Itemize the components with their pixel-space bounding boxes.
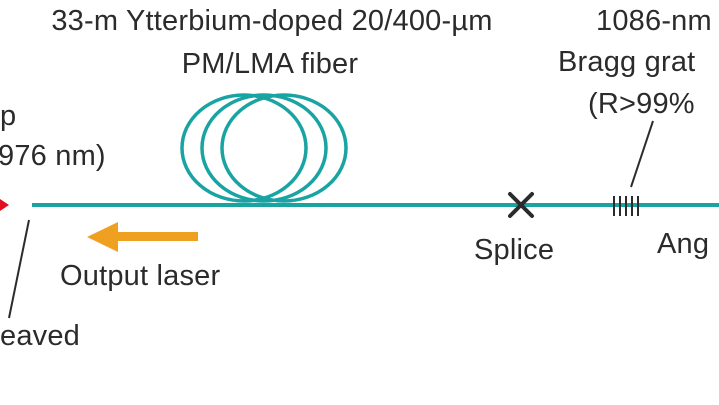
grating-pointer-line — [630, 120, 654, 188]
output-laser-label: Output laser — [60, 260, 221, 292]
grating-label-line2: Bragg grat — [558, 46, 696, 78]
fiber-coil-icon — [180, 93, 348, 203]
splice-cross-icon — [508, 192, 534, 218]
cleaved-pointer-line — [8, 219, 30, 319]
fiber-label-line1: 33-m Ytterbium-doped 20/400-µm — [51, 5, 493, 37]
cleaved-end-label: eaved — [0, 320, 81, 352]
grating-label-line3: (R>99% — [588, 88, 695, 120]
pump-arrow-icon — [0, 199, 9, 211]
angled-end-label: Ang — [657, 228, 710, 260]
fiber-label-line2: PM/LMA fiber — [181, 48, 359, 80]
pump-label-line2: 976 nm) — [0, 140, 106, 172]
splice-label: Splice — [474, 234, 555, 266]
pump-label-line1: p — [0, 100, 17, 132]
grating-label-line1: 1086-nm — [596, 5, 712, 37]
output-arrow-icon — [87, 222, 198, 252]
grating-ticks-icon — [613, 196, 639, 216]
